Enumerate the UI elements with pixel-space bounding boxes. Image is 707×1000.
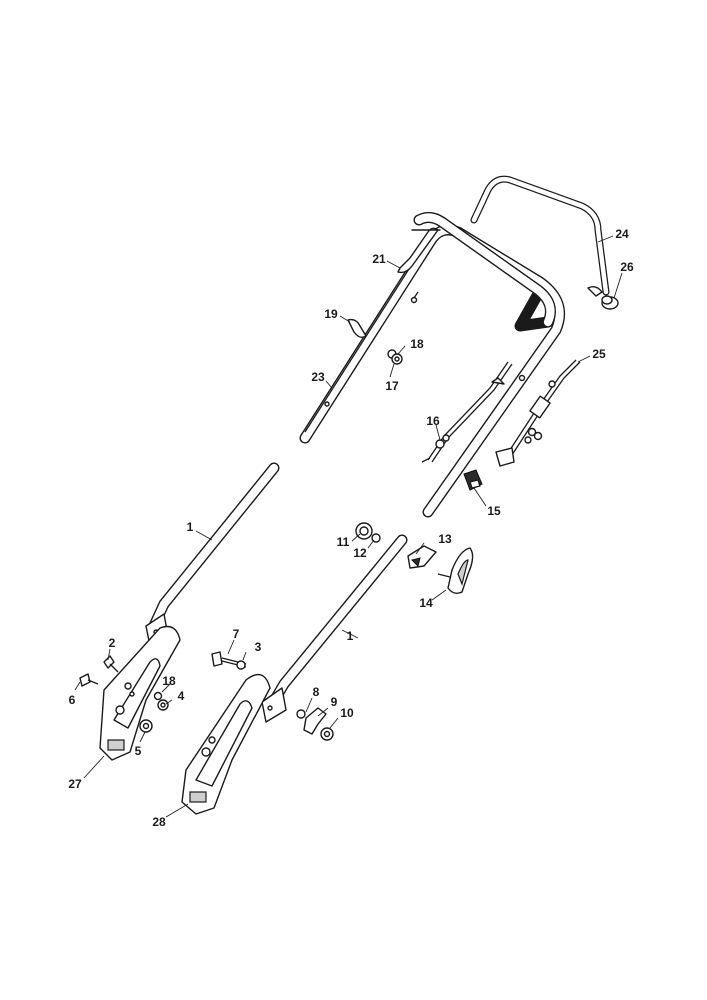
- lower-tube-right-part-1: [261, 534, 408, 723]
- callout-4: 4: [178, 689, 185, 703]
- upper-handle-inner-bar: [413, 211, 556, 332]
- knob-part-11: [355, 522, 373, 540]
- screw-part-2: [103, 655, 119, 673]
- clamp-part-13: [407, 545, 437, 569]
- leader-lines: [74, 235, 623, 818]
- lever-knob-part-14: [437, 547, 474, 595]
- nut-part-5: [139, 719, 153, 733]
- clip-part-15: [463, 469, 483, 491]
- callout-18-lower: 18: [162, 674, 176, 688]
- callout-18-upper: 18: [410, 337, 424, 351]
- callout-23: 23: [311, 370, 325, 384]
- plug-part-26: [601, 295, 619, 310]
- cable-part-25: [495, 359, 581, 467]
- lower-tube-left-part-1: [145, 462, 280, 647]
- callout-6: 6: [69, 693, 76, 707]
- callout-27: 27: [68, 777, 82, 791]
- callout-15: 15: [487, 504, 501, 518]
- callout-8: 8: [313, 685, 320, 699]
- callout-7: 7: [233, 627, 240, 641]
- callout-16: 16: [426, 414, 440, 428]
- callout-28: 28: [152, 815, 166, 829]
- callout-14: 14: [419, 596, 433, 610]
- nut-washer-17-18: [387, 349, 403, 365]
- washer-part-3: [236, 660, 246, 670]
- side-bracket-part-27: [99, 625, 181, 761]
- callout-12: 12: [353, 546, 367, 560]
- callout-9: 9: [331, 695, 338, 709]
- side-bracket-part-28: [181, 673, 271, 815]
- callout-25: 25: [592, 347, 606, 361]
- callout-1-right: 1: [347, 629, 354, 643]
- callout-5: 5: [135, 744, 142, 758]
- screw-part-6: [79, 673, 99, 687]
- callout-11: 11: [337, 535, 350, 549]
- callout-17: 17: [385, 379, 399, 393]
- nut-part-4: [157, 699, 169, 711]
- washer-part-8: [296, 709, 306, 719]
- washer-part-18-lower: [153, 691, 163, 701]
- callout-10: 10: [340, 706, 354, 720]
- bail-bar-part-24: [470, 175, 610, 297]
- callout-1-left: 1: [187, 520, 194, 534]
- callout-26: 26: [620, 260, 634, 274]
- callout-3: 3: [255, 640, 262, 654]
- nut-part-10: [320, 727, 334, 741]
- callout-2: 2: [109, 636, 116, 650]
- callout-labels: 1 1 2 3 4 5 6 7 8 9 10 11 12 13 14 15 16…: [68, 227, 634, 829]
- callout-24: 24: [615, 227, 629, 241]
- callout-19: 19: [324, 307, 338, 321]
- bracket-part-21: [397, 227, 441, 274]
- callout-21: 21: [372, 252, 386, 266]
- callout-13: 13: [438, 532, 452, 546]
- clip-part-19: [347, 318, 367, 339]
